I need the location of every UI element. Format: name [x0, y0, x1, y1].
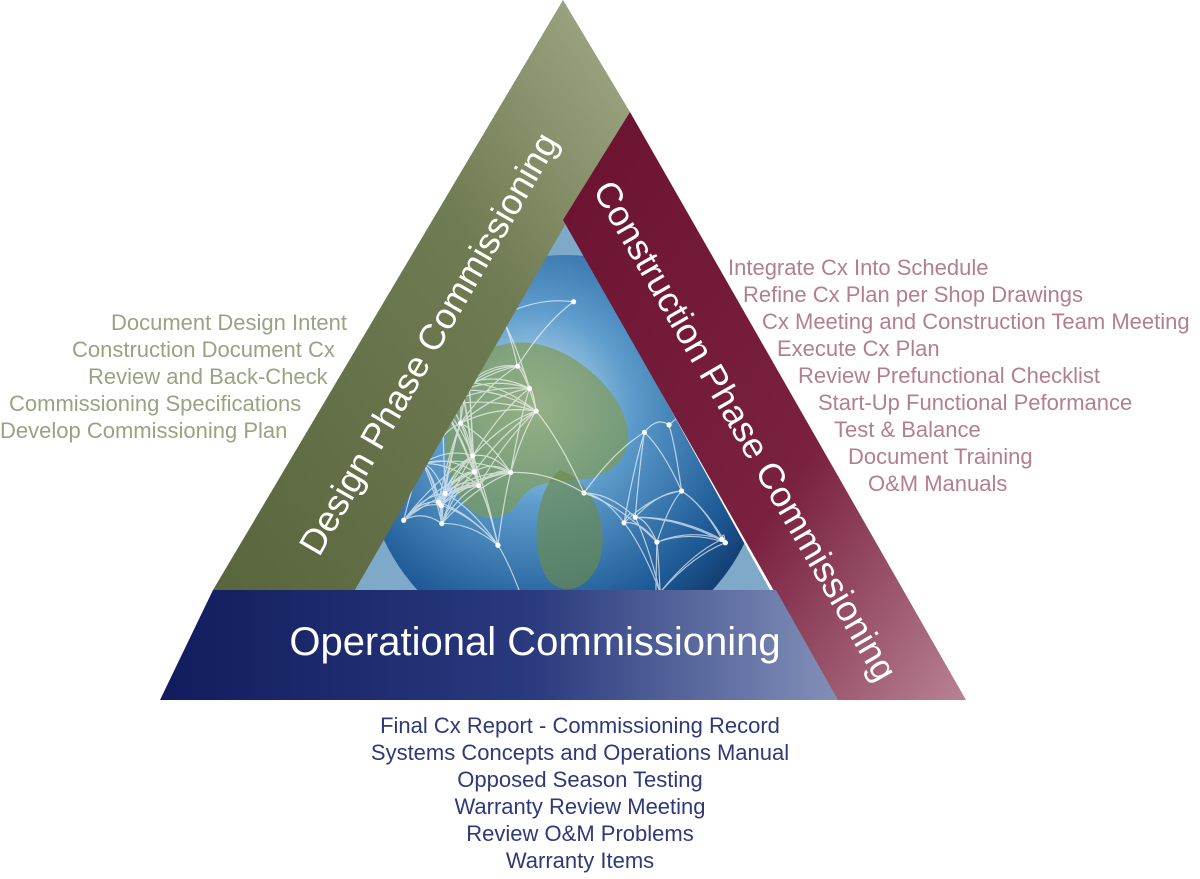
- operational-activities: Final Cx Report - Commissioning Record S…: [0, 712, 1160, 874]
- construction-phase-activities: Integrate Cx Into Schedule Refine Cx Pla…: [728, 254, 1190, 497]
- list-item: Warranty Review Meeting: [454, 794, 706, 819]
- operational-band: [160, 590, 838, 700]
- list-item: Commissioning Specifications: [9, 391, 302, 416]
- list-item: Warranty Items: [505, 848, 655, 873]
- list-item: Review and Back-Check: [88, 364, 328, 389]
- operational-title: Operational Commissioning: [289, 620, 780, 664]
- list-item: Integrate Cx Into Schedule: [728, 255, 989, 280]
- list-item: Opposed Season Testing: [457, 767, 703, 792]
- list-item: Document Design Intent: [111, 310, 348, 335]
- list-item: O&M Manuals: [868, 471, 1008, 496]
- construction-phase-band: [563, 112, 966, 700]
- list-item: Refine Cx Plan per Shop Drawings: [743, 282, 1083, 307]
- list-item: Final Cx Report - Commissioning Record: [380, 713, 780, 738]
- list-item: Review Prefunctional Checklist: [798, 363, 1101, 388]
- list-item: Cx Meeting and Construction Team Meeting: [762, 309, 1190, 334]
- list-item: Execute Cx Plan: [777, 336, 940, 361]
- list-item: Review O&M Problems: [466, 821, 694, 846]
- list-item: Document Training: [848, 444, 1033, 469]
- list-item: Develop Commissioning Plan: [0, 418, 288, 443]
- list-item: Systems Concepts and Operations Manual: [370, 740, 790, 765]
- list-item: Construction Document Cx: [72, 337, 335, 362]
- list-item: Start-Up Functional Peformance: [818, 390, 1133, 415]
- design-phase-band: [213, 0, 630, 590]
- list-item: Test & Balance: [834, 417, 981, 442]
- design-phase-activities: Document Design Intent Construction Docu…: [0, 309, 347, 444]
